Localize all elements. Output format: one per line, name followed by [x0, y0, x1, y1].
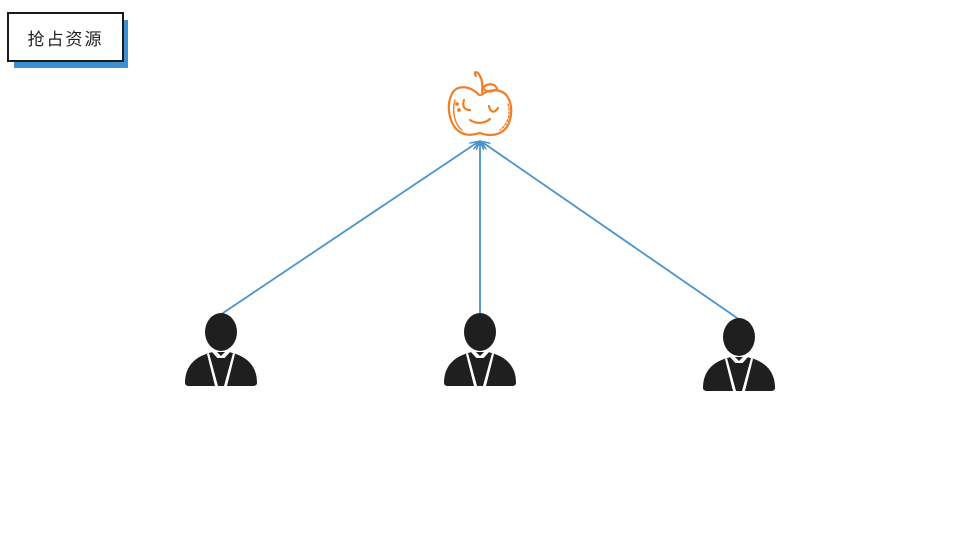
person-right-icon — [703, 318, 775, 391]
slide-title: 抢占资源 — [27, 29, 104, 50]
arrow-right — [482, 142, 741, 321]
apple-icon — [447, 71, 513, 137]
person-left-icon — [185, 313, 257, 386]
title-box: 抢占资源 — [7, 12, 124, 62]
person-center-icon — [444, 313, 516, 386]
arrow-left — [219, 142, 478, 316]
